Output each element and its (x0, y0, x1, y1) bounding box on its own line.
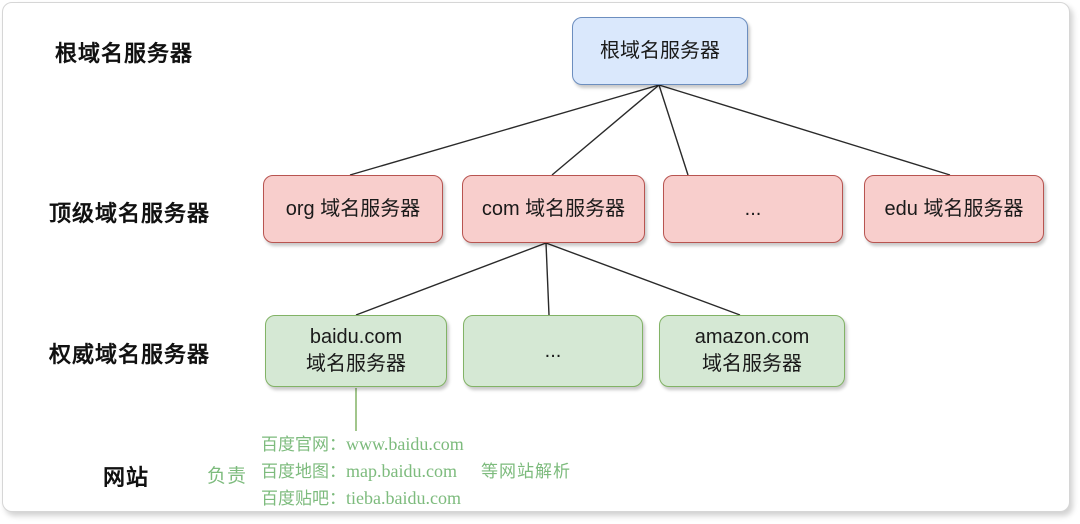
tier-label-authoritative: 权威域名服务器 (49, 342, 211, 367)
website-entry: 百度贴吧：tieba.baidu.com (261, 485, 571, 512)
node-label-line1: ... (544, 339, 562, 362)
node-label-line2: 域名服务器 (306, 353, 406, 375)
node-auth-ellipsis: ... (463, 315, 643, 387)
node-label: 根域名服务器 (600, 39, 720, 62)
website-entry: 百度地图：map.baidu.com 等网站解析 (261, 458, 571, 485)
node-tld-org: org 域名服务器 (263, 175, 443, 243)
site-name: 百度官网： (261, 435, 346, 454)
node-auth-baidu: baidu.com 域名服务器 (265, 315, 447, 387)
node-root-dns-server: 根域名服务器 (572, 17, 748, 85)
site-domain: map.baidu.com (346, 461, 457, 481)
site-domain: tieba.baidu.com (346, 488, 461, 508)
node-label-line1: amazon.com (694, 326, 810, 348)
resolution-suffix: 等网站解析 (480, 462, 571, 481)
node-label: edu 域名服务器 (884, 197, 1024, 220)
website-entry: 百度官网：www.baidu.com (261, 431, 571, 458)
node-label-line1: baidu.com (309, 326, 403, 348)
tier-label-website: 网站 (103, 465, 150, 490)
tier-label-tld: 顶级域名服务器 (49, 201, 211, 226)
site-name: 百度贴吧： (261, 489, 346, 508)
site-domain: www.baidu.com (346, 434, 464, 454)
node-label-line2: 域名服务器 (702, 353, 802, 375)
node-auth-amazon: amazon.com 域名服务器 (659, 315, 845, 387)
tier-label-root: 根域名服务器 (55, 41, 194, 66)
node-label: org 域名服务器 (285, 197, 421, 220)
node-label: com 域名服务器 (481, 197, 626, 220)
node-tld-ellipsis: ... (663, 175, 843, 243)
site-name: 百度地图： (261, 462, 346, 481)
website-entries: 百度官网：www.baidu.com 百度地图：map.baidu.com 等网站… (261, 431, 571, 512)
node-tld-com: com 域名服务器 (462, 175, 645, 243)
node-tld-edu: edu 域名服务器 (864, 175, 1044, 243)
duty-label: 负责 (207, 466, 248, 487)
node-label: ... (744, 197, 762, 220)
